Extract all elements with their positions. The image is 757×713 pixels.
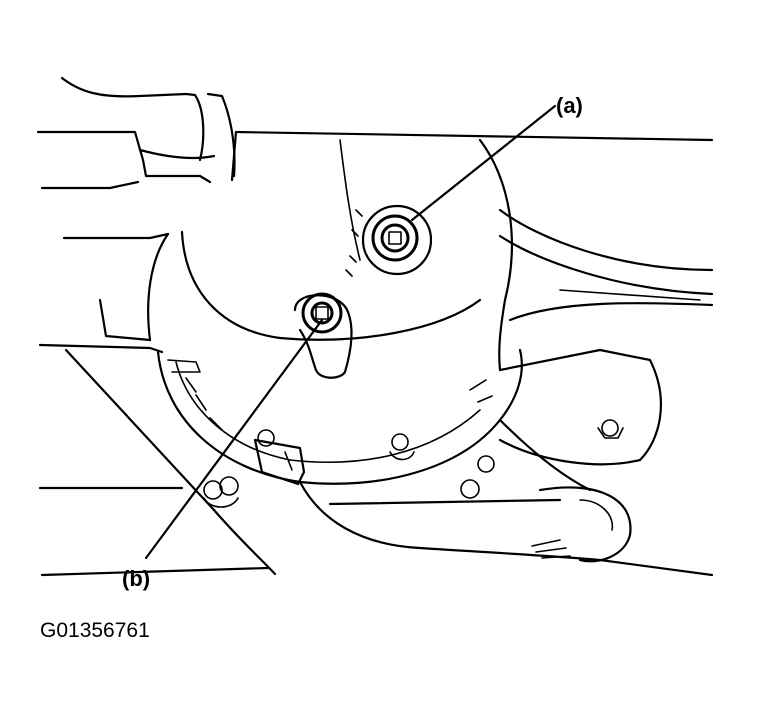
right-mount [298,348,714,577]
rim-bolts [203,419,624,508]
lower-left-frame [38,348,277,577]
plug-a [361,204,433,276]
leader-line-a [410,104,557,222]
callout-label-a: (a) [556,93,583,118]
plug-b [293,292,353,379]
leader-line-b [144,318,324,560]
upper-frame [36,76,714,190]
housing-outline [38,138,714,372]
callout-label-b: (b) [122,566,151,591]
leader-lines [144,104,557,560]
cover-bracket [253,429,306,486]
figure-id: G01356761 [40,619,150,642]
differential-cover [156,348,523,485]
